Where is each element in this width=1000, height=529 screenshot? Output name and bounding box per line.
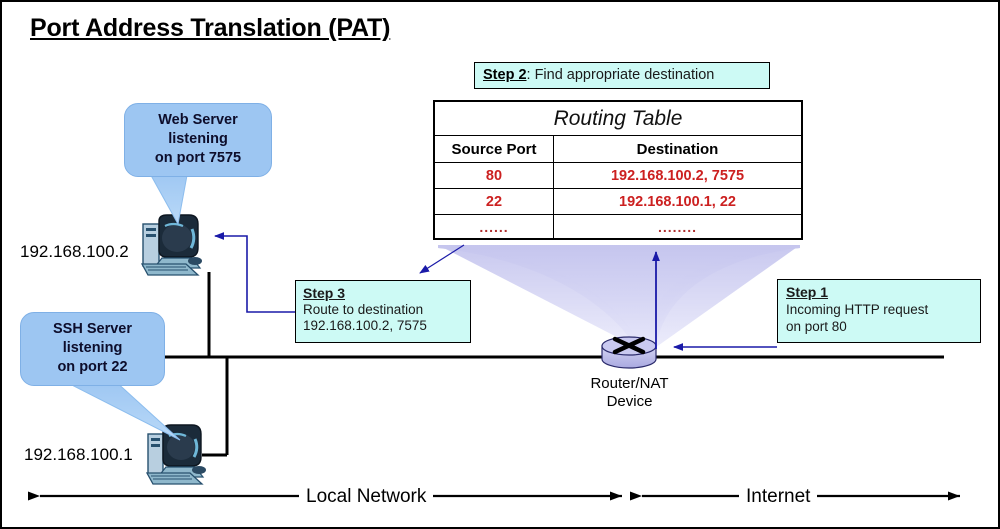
band-label-local-network: Local Network: [299, 486, 434, 508]
routing-row-1-destination: 192.168.100.1, 22: [553, 188, 802, 215]
step-1-box: Step 1 Incoming HTTP request on port 80: [777, 279, 981, 343]
routing-row-1-source-port: 22: [434, 188, 554, 215]
callout-ssh-server-line1: SSH Server: [53, 321, 132, 337]
step-3-box: Step 3 Route to destination 192.168.100.…: [295, 280, 471, 343]
host-ip-label-ssh: 192.168.100.1: [24, 445, 133, 464]
callout-web-server: Web Server listening on port 7575: [124, 103, 272, 177]
step-3-label: Step 3: [303, 285, 346, 301]
routing-table-header-destination: Destination: [553, 135, 802, 163]
host-ip-label-web: 192.168.100.2: [20, 242, 129, 261]
table-row: ...... ........: [434, 214, 802, 239]
routing-table-header-source-port: Source Port: [434, 135, 554, 163]
arrow-step3-to-host: [214, 232, 295, 313]
routing-row-2-destination: ........: [553, 214, 802, 239]
table-row: 22 192.168.100.1, 22: [434, 188, 802, 215]
routing-row-0-source-port: 80: [434, 162, 554, 189]
callout-ssh-server-line3: on port 22: [57, 359, 128, 375]
computer-icon-ssh-server: [145, 424, 206, 485]
step-2-text: : Find appropriate destination: [526, 67, 715, 83]
band-label-internet: Internet: [739, 486, 818, 508]
step-1-line2: on port 80: [786, 319, 847, 334]
callout-web-server-line3: on port 7575: [154, 150, 242, 166]
routing-row-0-destination: 192.168.100.2, 7575: [553, 162, 802, 189]
computer-icon-web-server: [140, 214, 202, 276]
page-title: Port Address Translation (PAT): [30, 14, 391, 42]
routing-table: Routing Table Source Port Destination 80…: [433, 100, 803, 240]
routing-table-title: Routing Table: [434, 101, 802, 136]
step-3-line2: 192.168.100.2, 7575: [303, 318, 427, 333]
router-nat-label-line1: Router/NAT: [590, 375, 669, 392]
router-nat-label-line2: Device: [606, 393, 653, 410]
router-nat-label: Router/NAT Device: [562, 375, 697, 411]
callout-web-server-line1: Web Server: [158, 112, 238, 128]
router-nat-icon: [601, 336, 657, 369]
callout-tail-ssh-server: [61, 379, 181, 441]
callout-ssh-server: SSH Server listening on port 22: [20, 312, 165, 386]
callout-web-server-line2: listening: [168, 131, 228, 147]
step-1-line1: Incoming HTTP request: [786, 302, 929, 317]
step-1-label: Step 1: [786, 284, 829, 300]
funnel-shape: [438, 245, 800, 350]
routing-row-2-source-port: ......: [434, 214, 554, 239]
arrow-table-to-step3: [419, 244, 465, 274]
step-2-box: Step 2: Find appropriate destination: [474, 62, 770, 89]
table-row: 80 192.168.100.2, 7575: [434, 162, 802, 189]
step-2-label: Step 2: [483, 67, 527, 83]
callout-ssh-server-line2: listening: [62, 340, 123, 356]
step-3-line1: Route to destination: [303, 301, 424, 317]
